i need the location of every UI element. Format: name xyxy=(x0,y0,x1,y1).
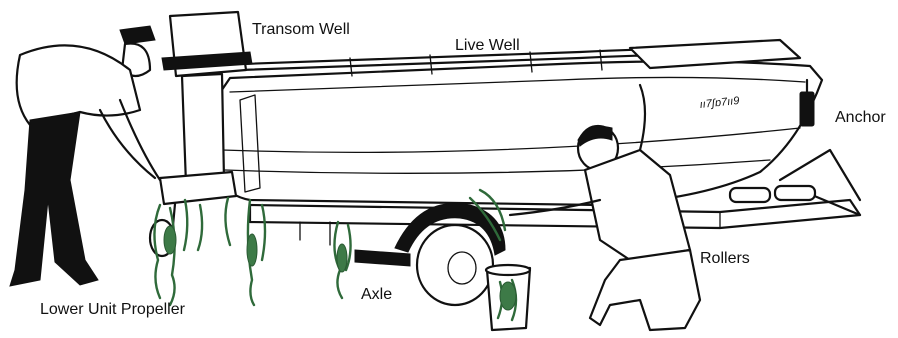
man-left xyxy=(10,26,160,286)
axle xyxy=(355,250,410,266)
label-rollers: Rollers xyxy=(700,251,750,267)
label-anchor: Anchor xyxy=(835,110,886,126)
trailer-rollers xyxy=(730,186,815,202)
boat-hull: ıı7ʃɒ7ıı9 xyxy=(215,61,822,205)
label-live-well: Live Well xyxy=(455,38,520,54)
label-transom-well: Transom Well xyxy=(252,22,350,38)
label-lower-unit-propeller: Lower Unit Propeller xyxy=(40,302,185,318)
label-axle: Axle xyxy=(361,287,392,303)
